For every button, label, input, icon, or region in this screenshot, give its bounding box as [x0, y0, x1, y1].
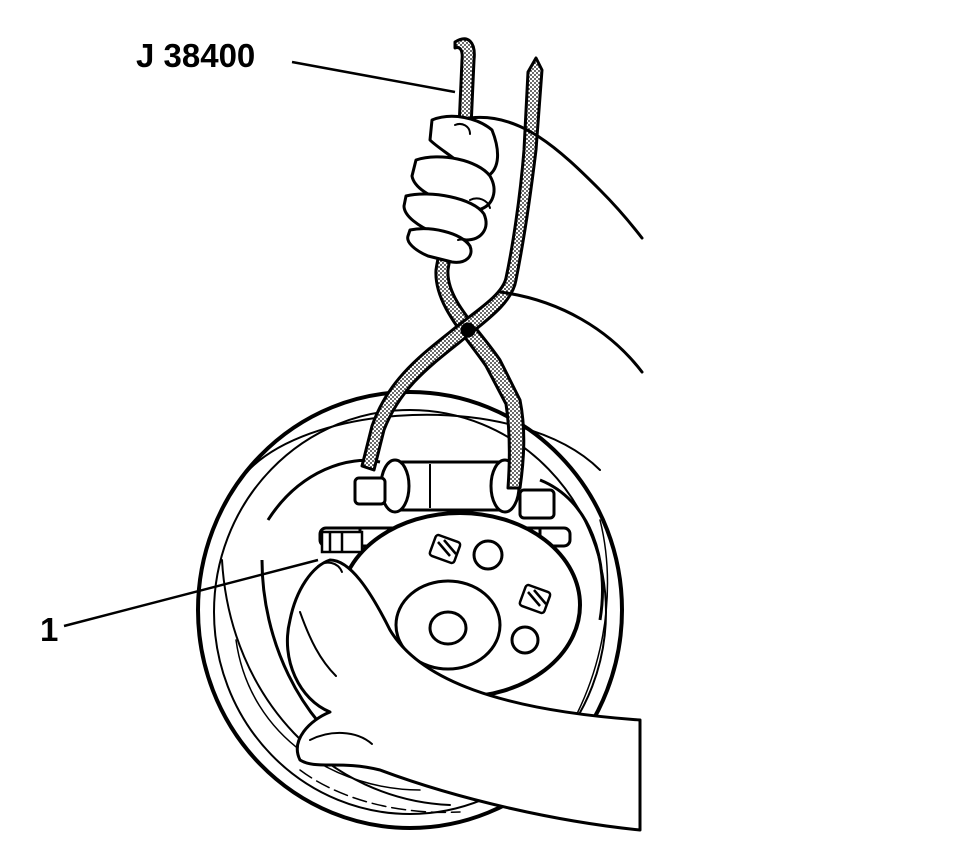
tool-number-label: J 38400 — [136, 37, 255, 74]
lower-hand — [285, 558, 642, 832]
wheel-stud — [428, 533, 462, 565]
wheel-stud — [518, 583, 552, 615]
wheel-cylinder — [353, 458, 556, 520]
shoe-retainer — [320, 530, 364, 554]
part-leader-line — [63, 558, 319, 628]
part-number-label: 1 — [40, 611, 58, 648]
callout-leaders — [63, 60, 456, 628]
tool-leader-line — [291, 60, 456, 94]
upper-hand — [402, 114, 644, 374]
